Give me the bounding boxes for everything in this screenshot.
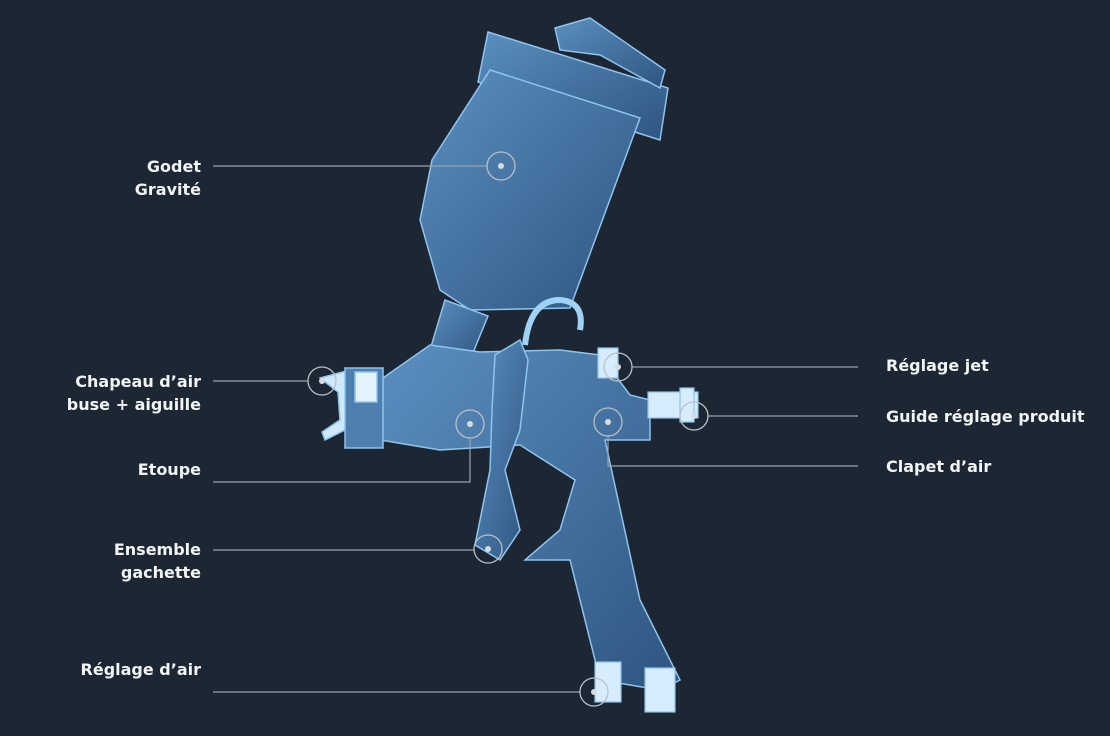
- gun-body: [379, 296, 682, 691]
- label-line: Ensemble: [113, 540, 201, 559]
- label-line: Chapeau d’air: [75, 372, 201, 391]
- label-line: Etoupe: [137, 460, 201, 479]
- label-clapet-air: Clapet d’air: [886, 455, 991, 478]
- callout-markers: [307, 151, 709, 707]
- label-line: Godet: [146, 157, 201, 176]
- air-cap: [318, 367, 384, 449]
- label-chapeau-air: Chapeau d’air buse + aiguille: [67, 370, 201, 416]
- label-godet-gravite: Godet Gravité: [135, 155, 201, 201]
- leader-lines: [213, 165, 858, 693]
- label-line: Réglage d’air: [80, 660, 201, 679]
- gravity-cup: [419, 17, 669, 361]
- label-line: Réglage jet: [886, 356, 989, 375]
- label-line: Clapet d’air: [886, 457, 992, 476]
- label-line: buse + aiguille: [66, 395, 201, 414]
- adjusters: [594, 347, 699, 713]
- label-line: gachette: [120, 563, 201, 582]
- label-ensemble-gachette: Ensemble gachette: [114, 538, 201, 584]
- label-etoupe: Etoupe: [138, 458, 201, 481]
- label-line: Gravité: [134, 180, 201, 199]
- label-line: Guide réglage produit: [886, 407, 1085, 426]
- label-reglage-jet: Réglage jet: [886, 354, 989, 377]
- label-reglage-air: Réglage d’air: [81, 658, 201, 681]
- label-guide-reglage-produit: Guide réglage produit: [886, 405, 1085, 428]
